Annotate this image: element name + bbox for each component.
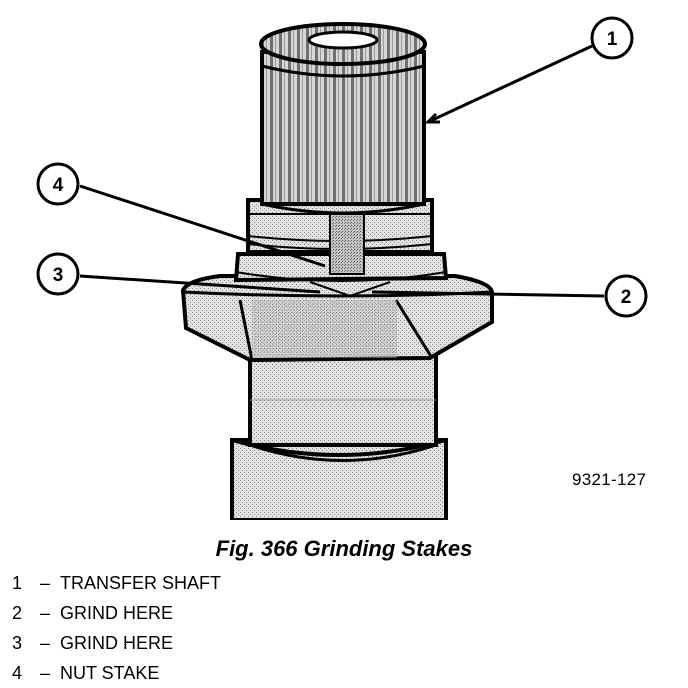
splined-shaft: [259, 22, 427, 215]
legend-label: GRIND HERE: [60, 633, 174, 653]
collar: [233, 198, 449, 298]
callout-3: 3: [36, 252, 80, 296]
legend-number: 2: [12, 603, 23, 623]
leader-line-3: [79, 274, 321, 294]
callout-4: 4: [36, 162, 80, 206]
leader-line-1: [427, 44, 593, 124]
legend-separator: –: [39, 603, 50, 623]
transfer-shaft-illustration: 1 2 3 4: [36, 16, 648, 520]
legend-number: 4: [12, 663, 23, 683]
leader-line-2: [371, 290, 605, 298]
legend-number: 1: [12, 573, 23, 593]
legend-list: 1–TRANSFER SHAFT 2–GRIND HERE 3–GRIND HE…: [12, 568, 221, 688]
legend-label: NUT STAKE: [60, 663, 160, 683]
hex-nut: [180, 274, 494, 363]
callout-label-4: 4: [53, 175, 64, 196]
callout-label-3: 3: [53, 265, 64, 286]
legend-item: 4–NUT STAKE: [12, 658, 221, 688]
leader-line-4: [79, 184, 326, 268]
legend-item: 2–GRIND HERE: [12, 598, 221, 628]
callout-label-2: 2: [621, 287, 632, 308]
figure-caption: Fig. 366 Grinding Stakes: [215, 536, 473, 561]
legend-item: 3–GRIND HERE: [12, 628, 221, 658]
lower-shaft: [230, 350, 448, 520]
legend-separator: –: [39, 663, 50, 683]
legend-separator: –: [39, 573, 50, 593]
leader-arrowhead-1: [424, 112, 440, 124]
callout-1: 1: [590, 16, 634, 60]
legend-separator: –: [39, 633, 50, 653]
legend-number: 3: [12, 633, 23, 653]
callout-2: 2: [604, 274, 648, 318]
figure-id-code: 9321-127: [572, 470, 647, 489]
legend-label: GRIND HERE: [60, 603, 174, 623]
leader-lines: [79, 44, 605, 298]
legend-item: 1–TRANSFER SHAFT: [12, 568, 221, 598]
legend-label: TRANSFER SHAFT: [60, 573, 222, 593]
callout-label-1: 1: [607, 29, 618, 50]
